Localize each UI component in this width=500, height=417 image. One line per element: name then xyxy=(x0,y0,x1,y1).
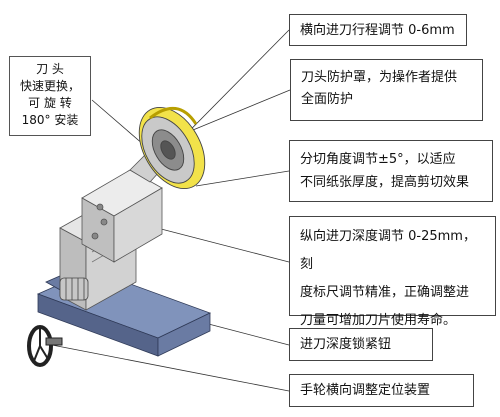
callout-handwheel-positioning: 手轮横向调整定位装置 xyxy=(289,374,474,407)
callout-line: 全面防护 xyxy=(301,92,354,107)
callout-blade-guard: 刀头防护罩，为操作者提供 全面防护 xyxy=(290,59,483,121)
callout-line: 可 旋 转 xyxy=(28,96,72,110)
callout-line: 刀 头 xyxy=(36,62,64,76)
callout-line: 刀头防护罩，为操作者提供 xyxy=(301,70,458,85)
callout-line: 纵向进刀深度调节 0-25mm，刻 xyxy=(300,229,476,272)
depth-lock-knob xyxy=(59,277,89,301)
hand-wheel xyxy=(27,325,63,367)
callout-line: 度标尺调节精准，正确调整进 xyxy=(300,285,470,300)
callout-line: 不同纸张厚度，提高剪切效果 xyxy=(300,175,470,190)
callout-line: 手轮横向调整定位装置 xyxy=(300,383,431,398)
callout-lateral-travel: 横向进刀行程调节 0-6mm xyxy=(289,14,467,46)
callout-quick-change-blade: 刀 头 快速更换， 可 旋 转 180° 安装 xyxy=(9,56,91,136)
main-housing xyxy=(81,169,163,263)
callout-depth-lock-knob: 进刀深度锁紧钮 xyxy=(289,328,433,361)
callout-line: 快速更换， xyxy=(19,79,80,93)
callout-line: 进刀深度锁紧钮 xyxy=(300,337,392,352)
callout-depth-adjust: 纵向进刀深度调节 0-25mm，刻 度标尺调节精准，正确调整进 刀量可增加刀片使… xyxy=(289,216,496,328)
callout-line: 横向进刀行程调节 0-6mm xyxy=(300,23,455,38)
callout-line: 分切角度调节±5°，以适应 xyxy=(300,152,456,167)
callout-line: 刀量可增加刀片使用寿命。 xyxy=(300,313,457,328)
blade-assembly xyxy=(138,106,206,190)
callout-angle-adjust: 分切角度调节±5°，以适应 不同纸张厚度，提高剪切效果 xyxy=(289,140,493,202)
callout-line: 180° 安装 xyxy=(21,113,79,127)
